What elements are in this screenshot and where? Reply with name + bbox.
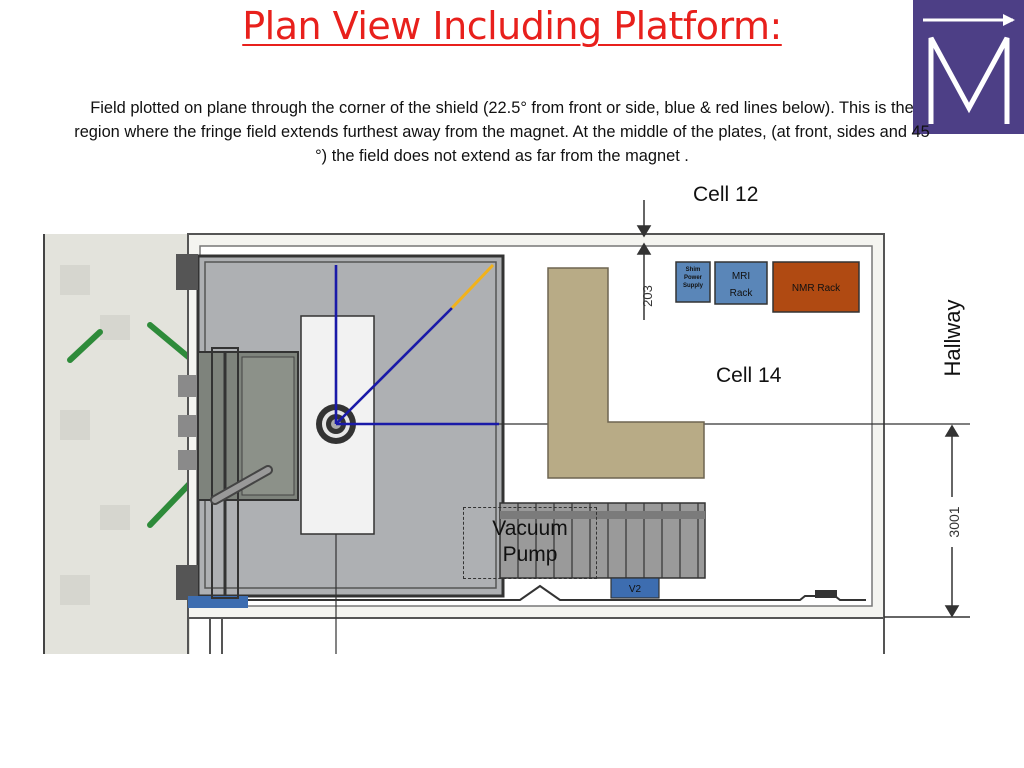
- small-unit: [610, 577, 660, 599]
- description-text: Field plotted on plane through the corne…: [74, 99, 930, 165]
- fringe-field-segment: [450, 263, 495, 310]
- mri-rack: [714, 261, 768, 305]
- vacuum-pump-outline: [463, 507, 597, 579]
- hallway-label: Hallway: [940, 299, 965, 377]
- vacuum-pump-label: Vacuum Pump: [463, 516, 597, 568]
- dimension-203-label: 203: [640, 285, 655, 307]
- l-shaped-bench: [547, 267, 705, 479]
- small-unit-label: V2: [629, 584, 642, 595]
- dimension-203: [636, 200, 652, 320]
- field-lines: [334, 265, 499, 426]
- floor-conduit: [248, 584, 866, 601]
- cell-14-label: Cell 14: [716, 364, 782, 387]
- dimension-3001-label: 3001: [946, 506, 962, 537]
- nmr-rack: [772, 261, 860, 313]
- m-logo-icon: [913, 0, 1024, 134]
- m-logo: [913, 0, 1024, 134]
- shim-power-supply-rack: [675, 261, 711, 303]
- mri-rack-label-2: Rack: [730, 288, 754, 299]
- vacuum-pump-label-line2: Pump: [502, 543, 558, 566]
- nmr-rack-label: NMR Rack: [792, 283, 841, 294]
- cell-12-label: Cell 12: [693, 183, 759, 206]
- vacuum-pump-label-line1: Vacuum: [492, 517, 568, 540]
- mri-rack-label-1: MRI: [732, 271, 750, 282]
- platform-grating: [60, 265, 130, 605]
- slide-title: Plan View Including Platform:: [242, 4, 782, 48]
